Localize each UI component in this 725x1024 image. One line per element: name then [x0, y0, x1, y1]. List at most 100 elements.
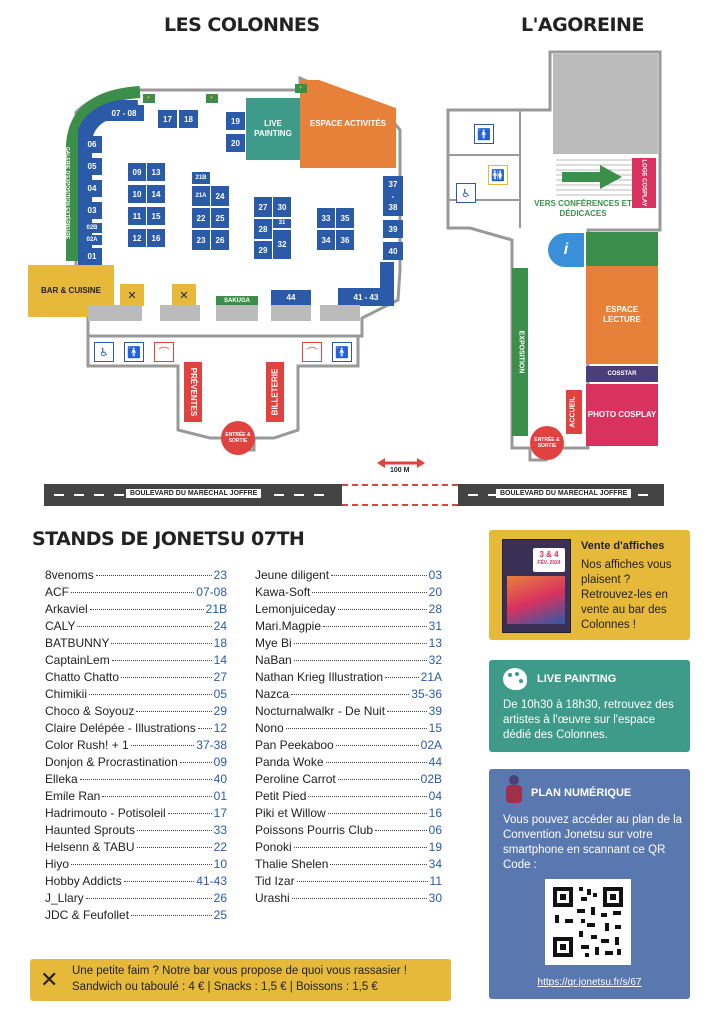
cutlery-icon: ✕ — [40, 967, 59, 992]
poster-thumbnail: 3 & 4 FÉV. 2024 — [502, 539, 571, 633]
stand-10[interactable]: 10 — [128, 185, 146, 203]
stand-06[interactable]: 06 — [82, 136, 102, 153]
stand-22[interactable]: 22 — [192, 208, 210, 228]
road-agoreine: BOULEVARD DU MARÉCHAL JOFFRE — [458, 484, 664, 506]
food-line-1: Une petite faim ? Notre bar vous propose… — [72, 965, 407, 977]
stand-37[interactable]: 37 — [383, 176, 403, 193]
stand-15[interactable]: 15 — [147, 207, 165, 225]
stand-03[interactable]: 03 — [82, 202, 102, 219]
live-painting-text: De 10h30 à 18h30, retrouvez des artistes… — [503, 699, 674, 741]
stand-09[interactable]: 09 — [128, 163, 146, 181]
stand-23[interactable]: 23 — [192, 230, 210, 250]
stand-01[interactable]: 01 — [82, 248, 102, 265]
plan-numerique-card: PLAN NUMÉRIQUE Vous pouvez accéder au pl… — [489, 769, 690, 999]
qr-code[interactable] — [545, 879, 631, 965]
qr-link[interactable]: https://qr.jonetsu.fr/s/67 — [537, 977, 642, 988]
stand-40[interactable]: 40 — [383, 242, 403, 260]
espace-lecture-zone: ESPACE LECTURE — [586, 266, 658, 364]
stand-21a[interactable]: 21A — [192, 186, 210, 206]
road-label: BOULEVARD DU MARÉCHAL JOFFRE — [496, 489, 632, 498]
stand-31[interactable]: 31 — [273, 219, 291, 228]
wheelchair-icon: ♿ — [94, 342, 114, 362]
stand-05[interactable]: 05 — [82, 158, 102, 175]
colonnes-title: LES COLONNES — [164, 14, 320, 36]
stand-20[interactable]: 20 — [226, 134, 245, 152]
stand-29[interactable]: 29 — [254, 241, 272, 259]
stand-17[interactable]: 17 — [158, 110, 177, 128]
stand-34[interactable]: 34 — [317, 230, 335, 250]
stand-16[interactable]: 16 — [147, 229, 165, 247]
entrance-label: ENTRÉE & SORTIE — [225, 432, 251, 444]
stand-28[interactable]: 28 — [254, 219, 272, 239]
stand-02a[interactable]: 02A — [82, 235, 102, 245]
entrance-marker: ENTRÉE & SORTIE — [530, 426, 564, 460]
stand-41-43-band — [380, 262, 394, 290]
billeterie-zone: BILLETERIE — [266, 362, 284, 422]
galerie-label: GALERIE D'EXPOSITION EXTÉRIEURE — [64, 146, 70, 240]
stand-02b[interactable]: 02B — [82, 223, 102, 233]
galerie-arc — [66, 86, 141, 261]
stand-39[interactable]: 39 — [383, 220, 403, 238]
stand-35[interactable]: 35 — [336, 208, 354, 228]
stand-11[interactable]: 11 — [128, 207, 146, 225]
stand-04[interactable]: 04 — [82, 180, 102, 197]
food-banner: ✕ Une petite faim ? Notre bar vous propo… — [30, 959, 451, 1001]
stand-36[interactable]: 36 — [336, 230, 354, 250]
stand-21b[interactable]: 21B — [192, 172, 210, 184]
food-line-2: Sandwich ou taboulé : 4 € | Snacks : 1,5… — [72, 981, 378, 993]
double-arrow-icon — [377, 458, 425, 468]
live-painting-title: LIVE PAINTING — [537, 673, 617, 685]
stand-32[interactable]: 32 — [273, 230, 291, 259]
poster-date-badge: 3 & 4 FÉV. 2024 — [533, 548, 565, 572]
exposition-zone: EXPOSITION — [512, 268, 528, 436]
poster-art — [507, 576, 565, 624]
stand-12[interactable]: 12 — [128, 229, 146, 247]
stand-33[interactable]: 33 — [317, 208, 335, 228]
distance-arrow — [377, 455, 425, 468]
exposition-label: EXPOSITION — [517, 330, 525, 374]
stand-38[interactable]: 38 — [383, 199, 403, 216]
stand-14[interactable]: 14 — [147, 185, 165, 203]
info-icon[interactable]: i — [548, 233, 584, 267]
stand-07-08[interactable]: 07 - 08 — [104, 105, 144, 121]
billeterie-label: BILLETERIE — [270, 368, 280, 416]
stand-27[interactable]: 27 — [254, 197, 272, 217]
stand-13[interactable]: 13 — [147, 163, 165, 181]
info-glyph: i — [563, 241, 569, 258]
stand-37-38-dash: - — [383, 192, 403, 201]
arrow-right-icon — [562, 165, 622, 189]
stand-30[interactable]: 30 — [273, 197, 291, 217]
toilet-icon: 🚹 — [474, 124, 494, 144]
preventes-label: PRÉVENTES — [189, 367, 198, 417]
stand-19[interactable]: 19 — [226, 112, 245, 130]
poster-day: 3 & 4 — [539, 550, 559, 559]
stand-41-43[interactable]: 41 - 43 — [338, 288, 394, 306]
toilet-icon: 🚹 — [124, 342, 144, 362]
accueil-zone: ACCUEIL — [566, 390, 582, 434]
stand-44[interactable]: 44 — [271, 290, 311, 305]
stand-25[interactable]: 25 — [211, 208, 229, 228]
emergency-exit-icon: 🏃 — [143, 94, 155, 103]
poster-month: FÉV. 2024 — [537, 560, 561, 566]
stand-26[interactable]: 26 — [211, 230, 229, 250]
stand-18[interactable]: 18 — [179, 110, 198, 128]
vers-conferences-label: VERS CONFÉRENCES ET DÉDICACES — [534, 199, 632, 218]
stand-24[interactable]: 24 — [211, 186, 229, 206]
